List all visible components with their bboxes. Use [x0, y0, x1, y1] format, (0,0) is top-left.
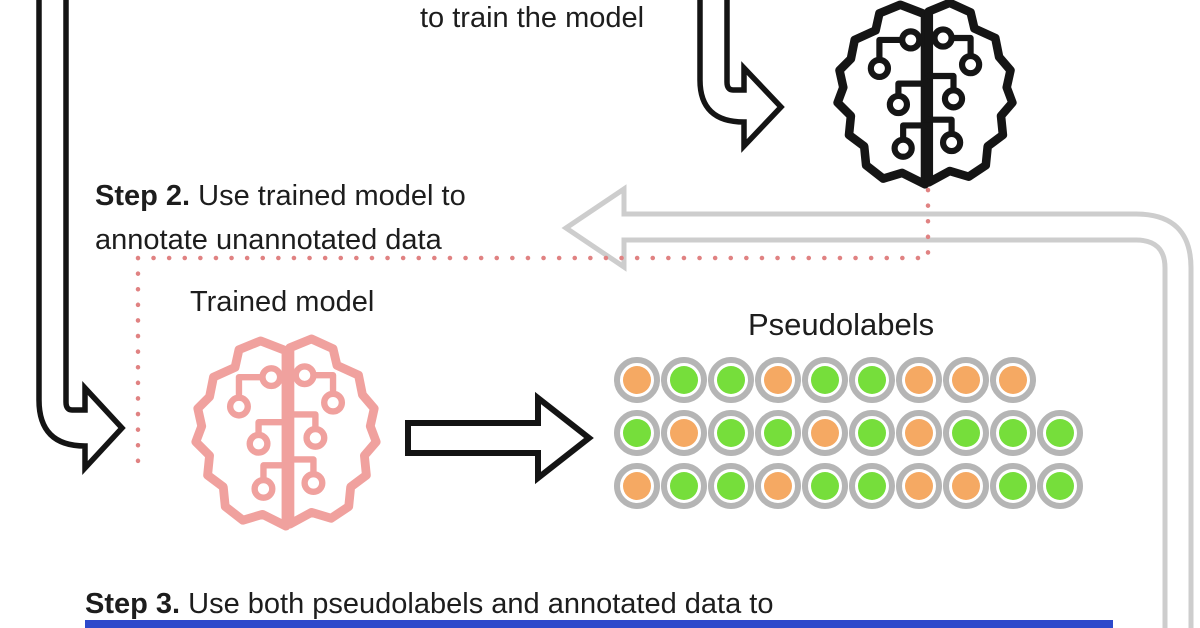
pseudolabel-dot-fill: [623, 472, 651, 500]
bottom-blue-bar: [85, 620, 1113, 628]
pseudolabel-dot-green: [943, 410, 989, 456]
pseudolabel-dot-fill: [1046, 472, 1074, 500]
pseudolabel-dot-fill: [952, 472, 980, 500]
pseudolabel-dot-fill: [858, 419, 886, 447]
pseudolabel-dot-fill: [952, 419, 980, 447]
step1-caption-tail: to train the model: [420, 2, 645, 34]
step3-caption: Step 3. Use both pseudolabels and annota…: [85, 588, 773, 621]
pseudolabel-grid: [614, 357, 1083, 509]
pseudolabel-dot-fill: [905, 472, 933, 500]
pseudolabel-dot-fill: [811, 472, 839, 500]
pseudolabel-dot-green: [990, 410, 1036, 456]
pseudolabel-dot-fill: [670, 419, 698, 447]
pseudolabel-dot-fill: [764, 419, 792, 447]
step2-label: Step 2.: [95, 180, 191, 212]
pseudolabel-dot-orange: [614, 463, 660, 509]
train-model-arrow: [697, 0, 785, 153]
pseudolabel-dot-green: [849, 410, 895, 456]
pseudolabel-dot-orange: [755, 357, 801, 403]
pseudolabel-dot-fill: [717, 472, 745, 500]
pseudolabel-dot-orange: [802, 410, 848, 456]
pseudolabel-dot-green: [849, 463, 895, 509]
pseudolabel-dot-fill: [811, 366, 839, 394]
feedback-loop-arrow: [561, 184, 1194, 628]
pseudolabel-dot-fill: [858, 366, 886, 394]
pseudolabel-dot-orange: [943, 357, 989, 403]
pseudolabel-dot-green: [708, 357, 754, 403]
pseudolabel-dot-green: [1037, 410, 1083, 456]
annotated-data-arrow: [36, 0, 126, 476]
pseudolabel-dot-green: [802, 357, 848, 403]
model-brain-icon: [838, 3, 1013, 184]
pseudolabel-dot-fill: [623, 419, 651, 447]
pseudolabel-row: [614, 463, 1083, 509]
pseudolabel-dot-green: [990, 463, 1036, 509]
pseudolabel-dot-fill: [905, 419, 933, 447]
pseudolabel-dot-fill: [623, 366, 651, 394]
pseudolabel-dot-green: [1037, 463, 1083, 509]
pseudolabel-dot-green: [849, 357, 895, 403]
pseudolabel-dot-orange: [614, 357, 660, 403]
pseudolabel-dot-green: [708, 410, 754, 456]
pseudolabel-dot-green: [661, 357, 707, 403]
pseudolabel-dot-fill: [717, 366, 745, 394]
step2-caption: Step 2. Use trained model to annotate un…: [95, 174, 466, 262]
pseudolabel-dot-fill: [999, 419, 1027, 447]
step3-label: Step 3.: [85, 588, 181, 620]
pseudolabel-dot-fill: [999, 366, 1027, 394]
pseudolabel-dot-fill: [858, 472, 886, 500]
pseudolabel-dot-fill: [905, 366, 933, 394]
pseudolabel-dot-fill: [811, 419, 839, 447]
pseudolabel-dot-green: [614, 410, 660, 456]
pseudolabel-dot-fill: [1046, 419, 1074, 447]
step2-line1: Step 2. Use trained model to: [95, 174, 466, 218]
pseudolabel-dot-fill: [999, 472, 1027, 500]
pseudolabel-dot-orange: [896, 357, 942, 403]
pseudolabel-dot-orange: [661, 410, 707, 456]
pseudolabel-dot-green: [708, 463, 754, 509]
step2-line2: annotate unannotated data: [95, 224, 442, 256]
pseudolabel-dot-green: [802, 463, 848, 509]
predict-arrow: [405, 391, 594, 485]
step3-text: Use both pseudolabels and annotated data…: [180, 588, 774, 620]
pseudolabel-dot-orange: [755, 463, 801, 509]
pseudolabel-dot-orange: [896, 463, 942, 509]
pseudolabel-dot-fill: [764, 366, 792, 394]
trained-model-label: Trained model: [190, 286, 375, 318]
pseudolabel-dot-fill: [764, 472, 792, 500]
pseudolabel-dot-fill: [952, 366, 980, 394]
step2-line1-text: Use trained model to: [190, 180, 466, 212]
pseudolabel-row: [614, 410, 1083, 456]
pseudolabel-dot-fill: [717, 419, 745, 447]
pseudolabel-dot-fill: [670, 366, 698, 394]
pseudolabel-row: [614, 357, 1083, 403]
pseudolabel-dot-orange: [990, 357, 1036, 403]
pseudolabel-dot-green: [661, 463, 707, 509]
pseudolabel-dot-orange: [896, 410, 942, 456]
pseudolabel-dot-orange: [943, 463, 989, 509]
pseudolabels-title: Pseudolabels: [748, 307, 935, 342]
pseudolabel-dot-fill: [670, 472, 698, 500]
pseudolabel-dot-green: [755, 410, 801, 456]
trained-model-brain-icon: [196, 339, 376, 526]
